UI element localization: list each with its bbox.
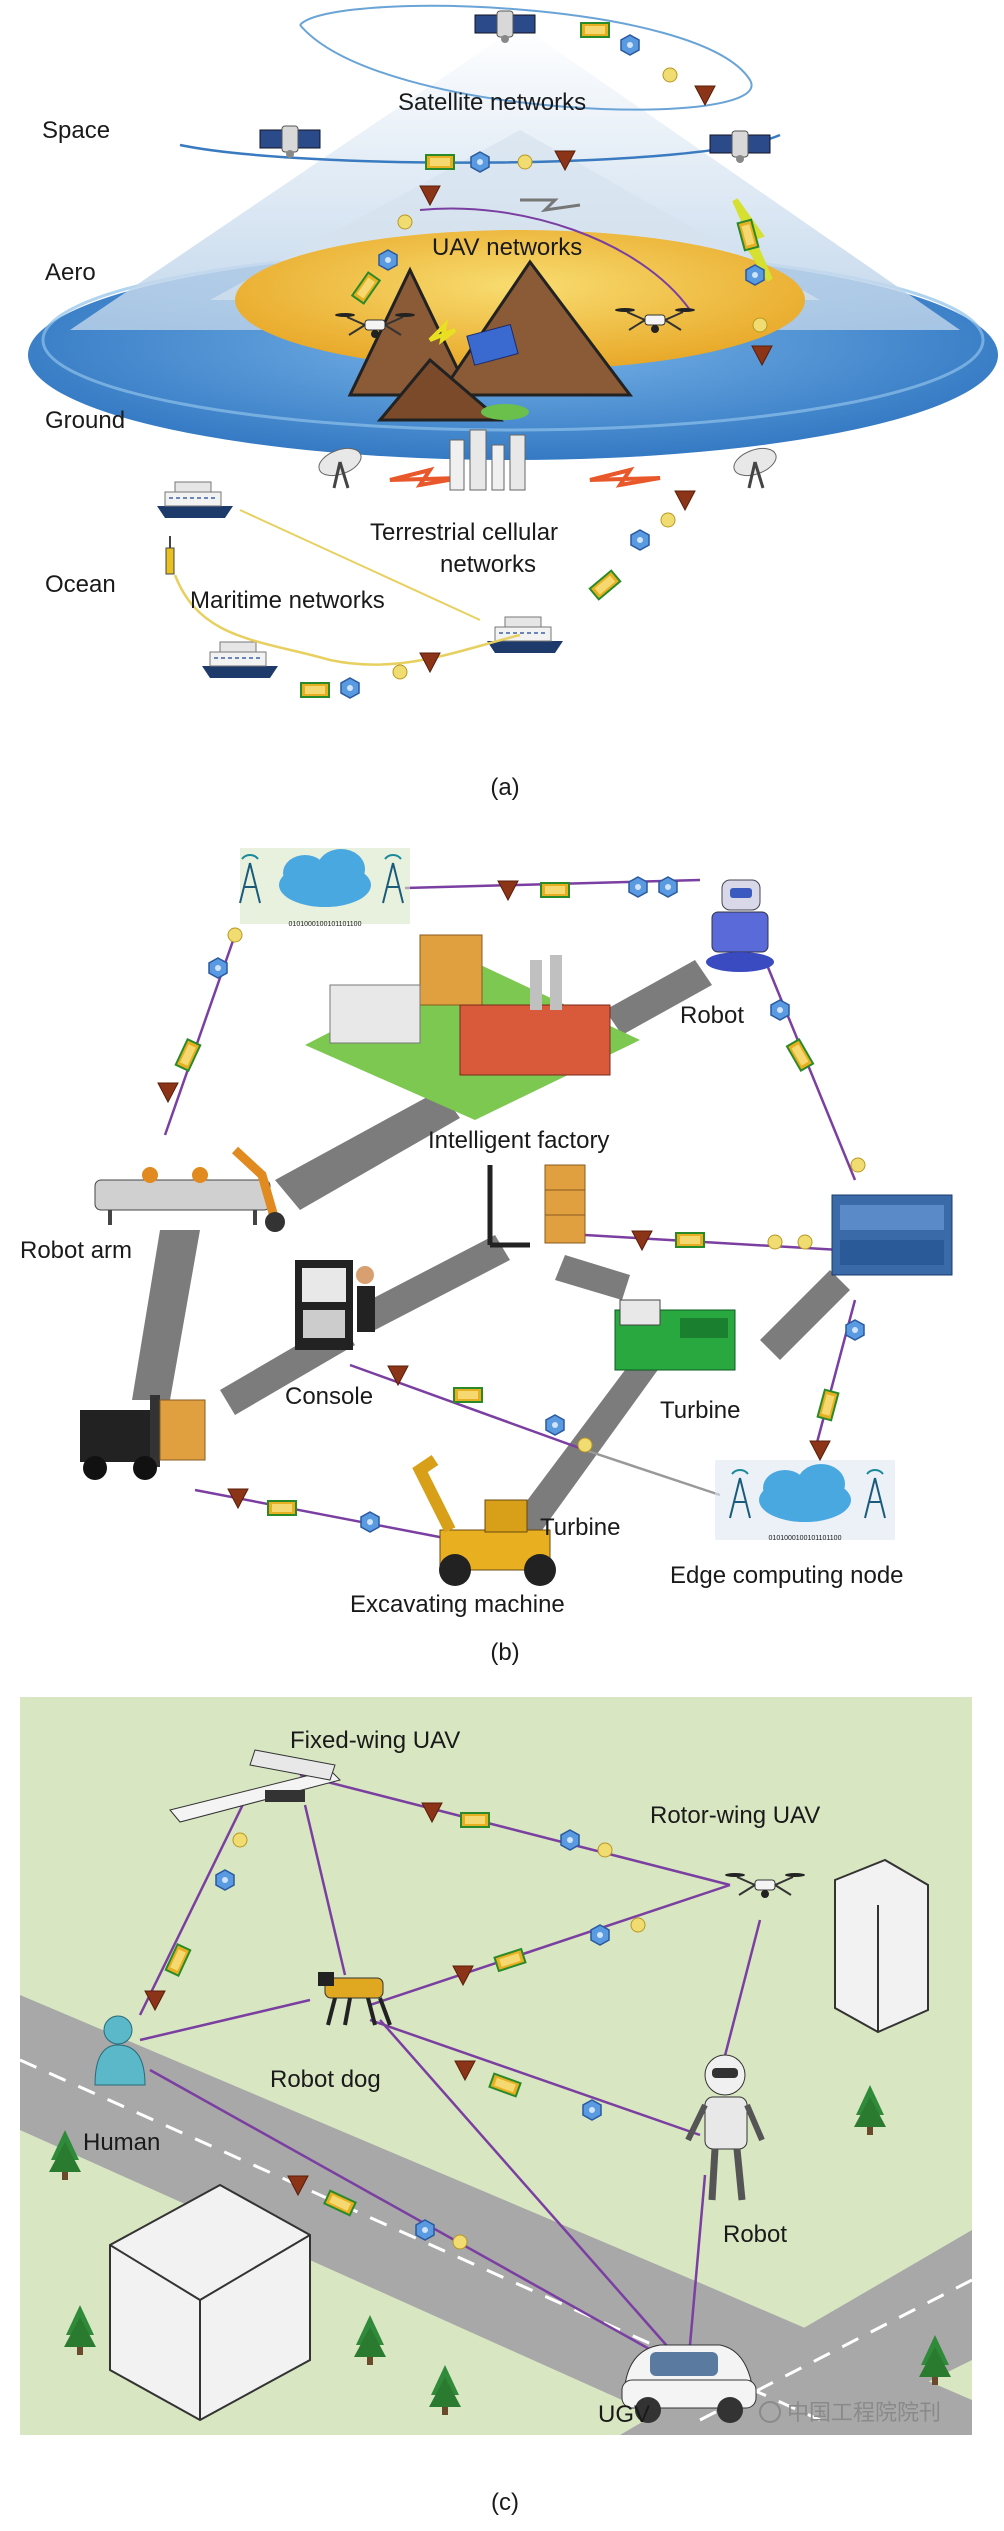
- label-excavating-machine: Excavating machine: [350, 1591, 565, 1618]
- factory-icon: [305, 934, 640, 1120]
- label-robot-dog: Robot dog: [270, 2066, 381, 2093]
- satellite-icon-left: [259, 125, 321, 159]
- cloud-edge-node: 0101000100101101100: [715, 1460, 895, 1542]
- layer-label-aero: Aero: [45, 259, 96, 286]
- fixed-wing-uav-icon: [169, 1749, 341, 1823]
- building-icon-large: [109, 2183, 311, 2422]
- robot-arm-icon: [94, 1146, 285, 1232]
- roads-b: [132, 960, 850, 1540]
- dish-icon-right: [728, 441, 782, 490]
- watermark-text: 中国工程院院刊: [787, 2401, 941, 2426]
- binary-text-edge: 0101000100101101100: [769, 1535, 842, 1542]
- building-icon-small: [834, 1858, 929, 2034]
- layer-label-ocean: Ocean: [45, 571, 116, 598]
- label-console: Console: [285, 1383, 373, 1410]
- mountains: [347, 259, 634, 422]
- label-rotor-wing-uav: Rotor-wing UAV: [650, 1802, 820, 1829]
- binary-text-top: 0101000100101101100: [289, 921, 362, 928]
- label-satellite-networks: Satellite networks: [398, 89, 586, 116]
- label-terrestrial-1: Terrestrial cellular: [370, 519, 558, 546]
- label-human: Human: [83, 2129, 160, 2156]
- panel-a: Space Aero Ground Ocean Satellite networ…: [28, 4, 998, 801]
- links-c: [138, 1773, 762, 2357]
- turbine-icon: [614, 1299, 736, 1371]
- label-maritime-networks: Maritime networks: [190, 587, 385, 614]
- robot-dog-icon: [318, 1972, 392, 2026]
- label-ugv: UGV: [598, 2401, 650, 2428]
- label-edge-computing-node: Edge computing node: [670, 1562, 904, 1589]
- label-fixed-wing-uav: Fixed-wing UAV: [290, 1727, 460, 1754]
- caption-b: (b): [490, 1639, 519, 1666]
- wechat-icon: [759, 2401, 781, 2423]
- orbit-upper: [299, 4, 753, 111]
- label-robot-b: Robot: [680, 1002, 744, 1029]
- console-icon: [295, 1260, 375, 1350]
- city-icon: [449, 429, 526, 491]
- ugv-car-icon: [621, 2344, 757, 2423]
- solar-panel: [466, 323, 519, 366]
- layer-label-space: Space: [42, 117, 110, 144]
- forklift-icon: [80, 1395, 206, 1480]
- ship-icon-3: [486, 616, 564, 654]
- label-turbine-1: Turbine: [660, 1397, 740, 1424]
- buoy-icon: [165, 536, 175, 575]
- robot-icon-c: [685, 2054, 765, 2201]
- excavator-icon: [412, 1455, 556, 1586]
- caption-a: (a): [490, 774, 519, 801]
- panel-c: Fixed-wing UAV Rotor-wing UAV Robot dog …: [19, 1697, 973, 2516]
- cloud-edge-top: 0101000100101101100: [239, 848, 410, 928]
- human-icon: [94, 2015, 146, 2086]
- lightning-icon-left: [389, 466, 461, 488]
- ship-icon-1: [156, 481, 234, 519]
- caption-c: (c): [491, 2489, 519, 2516]
- ship-icon-2: [201, 641, 279, 679]
- panel-b: 0101000100101101100 0101000100101101100: [20, 848, 953, 1666]
- label-terrestrial-2: networks: [440, 551, 536, 578]
- layer-label-ground: Ground: [45, 407, 125, 434]
- robot-icon-b: [706, 879, 774, 972]
- airplane-icon: [520, 198, 581, 213]
- label-uav-networks: UAV networks: [432, 234, 582, 261]
- watermark: 中国工程院院刊: [759, 2401, 941, 2426]
- chiller-icon: [831, 1194, 953, 1276]
- label-intelligent-factory: Intelligent factory: [428, 1127, 609, 1154]
- label-turbine-2: Turbine: [540, 1514, 620, 1541]
- lightning-icon-right: [589, 466, 661, 488]
- satellite-icon-right: [709, 130, 771, 164]
- label-robot-c: Robot: [723, 2221, 787, 2248]
- label-robot-arm: Robot arm: [20, 1237, 132, 1264]
- pallet-jack-icon: [487, 1164, 586, 1248]
